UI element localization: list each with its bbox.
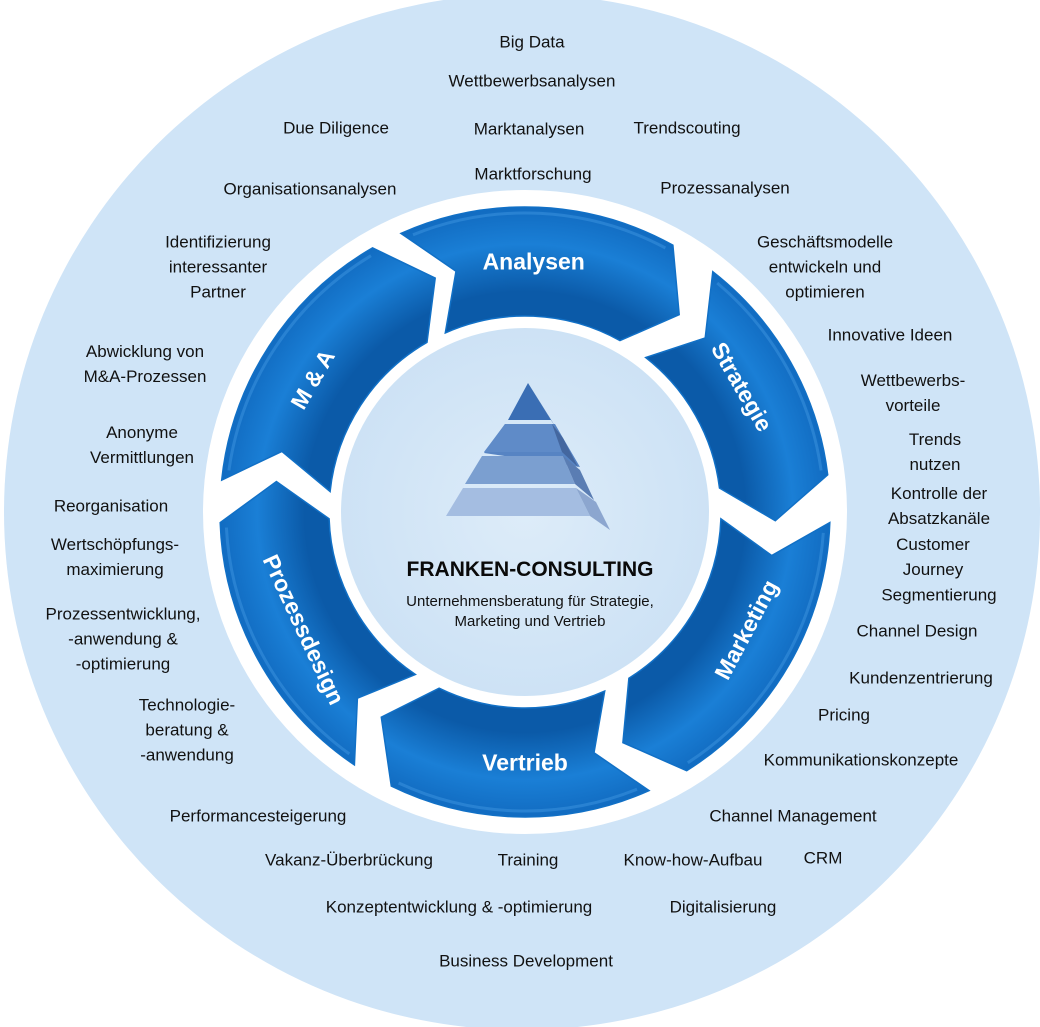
label-wettbewerbsvorteile: Wettbewerbs- vorteile	[860, 371, 966, 415]
pyramid-tier-4-side	[576, 488, 610, 530]
segment-analysen	[399, 206, 680, 342]
label-innovative-ideen: Innovative Ideen	[827, 325, 953, 345]
label-technologieberatung: Technologie- beratung & -anwendung	[138, 695, 236, 765]
label-abwicklung-ma: Abwicklung von M&A-Prozessen	[83, 342, 207, 386]
label-performancesteigerung: Performancesteigerung	[169, 806, 347, 826]
segment-highlight-marketing	[686, 532, 825, 765]
segment-strategie	[644, 270, 829, 522]
label-kommunikationskonzepte: Kommunikationskonzepte	[763, 750, 959, 770]
label-digitalisierung: Digitalisierung	[669, 897, 777, 917]
segment-highlight-analysen	[412, 211, 667, 250]
label-konzeptentwicklung: Konzeptentwicklung & -optimierung	[325, 897, 593, 917]
label-big-data: Big Data	[499, 32, 565, 52]
label-know-how-aufbau: Know-how-Aufbau	[623, 850, 763, 870]
pyramid-tier-2-front	[484, 424, 562, 452]
pyramid-tier-1	[508, 383, 551, 420]
label-customer-journey: Customer Journey	[896, 535, 970, 579]
segment-prozessdesign	[219, 480, 417, 767]
label-geschaeftsmodelle: Geschäftsmodelle entwickeln und optimier…	[756, 232, 894, 302]
label-reorganisation: Reorganisation	[53, 496, 169, 516]
label-wertschoepfungsmaximierung: Wertschöpfungs- maximierung	[50, 535, 180, 579]
label-kundenzentrierung: Kundenzentrierung	[849, 668, 993, 688]
company-name: FRANKEN-CONSULTING	[406, 558, 654, 581]
pyramid-tier-3-side	[563, 456, 594, 500]
segment-highlight-vertrieb	[397, 781, 638, 813]
pyramid-icon	[446, 383, 610, 530]
segment-marketing	[622, 517, 831, 772]
label-vakanz-ueberbrueckung: Vakanz-Überbrückung	[265, 850, 433, 870]
segment-label-vertrieb: Vertrieb	[482, 750, 568, 776]
segment-highlight-ma	[227, 254, 372, 471]
label-kontrolle-absatzkanaele: Kontrolle der Absatzkanäle	[887, 484, 991, 528]
label-anonyme-vermittlungen: Anonyme Vermittlungen	[90, 423, 194, 467]
pyramid-tier-4-front	[446, 488, 590, 516]
label-organisationsanalysen: Organisationsanalysen	[223, 179, 397, 199]
segment-vertrieb	[380, 687, 651, 818]
segments-layer: AnalysenStrategieMarketingVertriebProzes…	[219, 206, 831, 818]
label-due-diligence: Due Diligence	[283, 118, 389, 138]
label-segmentierung: Segmentierung	[881, 585, 997, 605]
company-tagline: Unternehmensberatung für Strategie, Mark…	[406, 593, 654, 630]
label-pricing: Pricing	[818, 705, 870, 725]
label-identifizierung-partner: Identifizierung interessanter Partner	[165, 232, 271, 302]
label-prozessanalysen: Prozessanalysen	[660, 178, 790, 198]
segment-highlight-strategie	[716, 281, 823, 471]
label-crm: CRM	[803, 848, 843, 868]
label-trendscouting: Trendscouting	[633, 118, 741, 138]
label-training: Training	[497, 850, 559, 870]
label-business-development: Business Development	[439, 951, 613, 971]
pyramid-tier-2-side	[552, 424, 578, 467]
pyramid-tier-3-front	[465, 456, 575, 484]
label-marktanalysen: Marktanalysen	[473, 119, 585, 139]
segment-label-analysen: Analysen	[483, 249, 585, 275]
segment-ma	[220, 247, 437, 493]
segment-highlight-prozessdesign	[224, 527, 351, 756]
label-trends-nutzen: Trends nutzen	[908, 430, 962, 474]
label-channel-design: Channel Design	[856, 621, 978, 641]
label-prozessentwicklung: Prozessentwicklung, -anwendung & -optimi…	[45, 604, 201, 674]
label-channel-management: Channel Management	[709, 806, 877, 826]
pyramid-tier-1-side	[528, 383, 560, 434]
label-marktforschung: Marktforschung	[474, 164, 592, 184]
label-wettbewerbsanalysen: Wettbewerbsanalysen	[448, 71, 616, 91]
